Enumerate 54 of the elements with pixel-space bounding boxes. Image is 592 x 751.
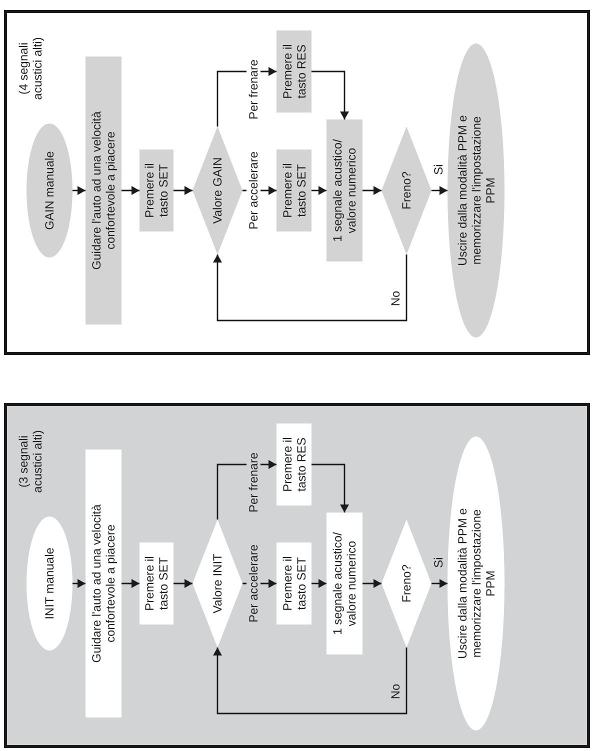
step-text: Premere il tasto RES [280, 42, 308, 100]
connector-arrow [72, 578, 85, 588]
connector-arrow [216, 460, 276, 519]
connector-arrow [173, 186, 192, 194]
step-text: GAIN manuale [42, 150, 56, 232]
note-text: (4 segnali acustici alti) [16, 36, 44, 102]
step-text: Uscire dalla modalità PPM e memorizzare l'impostazione PPM [454, 506, 496, 660]
process-box [276, 149, 311, 231]
decision-diamond [192, 519, 242, 647]
process-box [276, 542, 311, 624]
step-text: Premere il tasto SET [142, 554, 170, 612]
step-text: Premere il tasto SET [142, 162, 170, 220]
process-box [276, 30, 311, 112]
connector-arrow [212, 254, 407, 321]
connector-arrow [311, 463, 348, 512]
connector-arrow [121, 578, 139, 588]
step-text: Premere il tasto RES [280, 436, 308, 494]
panel-frame [4, 403, 590, 748]
decision-diamond [381, 126, 431, 254]
process-box [85, 449, 121, 717]
connector-arrow [212, 647, 407, 714]
connector-arrow [431, 186, 447, 194]
connector-arrow [121, 186, 139, 194]
step-text: Freno? [399, 170, 413, 212]
step-text: Freno? [399, 562, 413, 604]
step-text: Premere il tasto SET [280, 162, 308, 220]
connector-arrow [173, 578, 192, 588]
step-text: Guidare l'auto ad una velocità confortevole a piacere [89, 502, 117, 664]
process-box [139, 542, 173, 624]
connector-arrow [431, 578, 447, 588]
connector-arrow [362, 578, 381, 588]
process-box [326, 512, 362, 654]
connector-arrow [362, 186, 381, 194]
step-text: Guidare l'auto ad una velocità confortevole a piacere [89, 110, 117, 272]
process-box [85, 56, 121, 324]
step-text: Uscire dalla modalità PPM e memorizzare l'impostazione PPM [454, 114, 496, 268]
decision-diamond [381, 519, 431, 647]
connector-arrow [311, 186, 326, 194]
step-text: Valore INIT [210, 552, 224, 616]
connector-arrow [216, 66, 276, 126]
connector-arrow [311, 70, 348, 119]
connector-arrow [72, 186, 85, 194]
process-box [139, 149, 173, 231]
step-text: Premere il tasto SET [280, 554, 308, 612]
step-text: INIT manuale [42, 546, 56, 621]
panel-frame [4, 10, 590, 355]
note-text: (3 segnali acustici alti) [16, 428, 44, 494]
process-box [276, 423, 311, 505]
process-box [326, 119, 362, 261]
decision-diamond [192, 126, 242, 254]
connector-arrow [311, 578, 326, 588]
step-text: Valore GAIN [210, 156, 224, 226]
step-text: 1 segnale acustico/ valore numerico [330, 138, 358, 244]
step-text: 1 segnale acustico/ valore numerico [330, 530, 358, 636]
